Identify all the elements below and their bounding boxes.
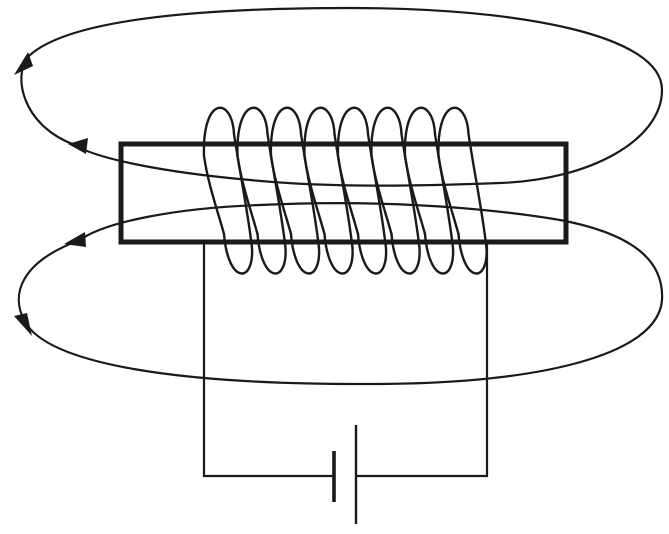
- coil-turn-bottom-5: [356, 232, 388, 275]
- coil-turn-top-2: [236, 106, 269, 158]
- field-arrow-lower-inner: [64, 232, 86, 247]
- coil-turn-top-3: [269, 106, 303, 158]
- coil-turn-front-8: [467, 132, 488, 250]
- coil-turn-inner-3: [269, 154, 293, 236]
- coil-turn-front-5: [366, 132, 388, 250]
- coil-turn-top-6: [370, 106, 403, 158]
- coil-turn-front-7: [433, 132, 455, 250]
- coil-turn-front-6: [400, 132, 421, 250]
- coil-turn-top-8: [437, 106, 470, 158]
- wire-left: [202, 240, 334, 478]
- coil-turn-inner-4: [303, 154, 326, 236]
- coil-turn-bottom-6: [390, 232, 421, 275]
- coil-turn-front-4: [333, 132, 354, 250]
- coil-turn-inner-2: [236, 154, 259, 236]
- coil-turn-top-4: [303, 106, 336, 158]
- coil-turn-bottom-2: [256, 232, 287, 275]
- coil-turn-inner-6: [370, 154, 393, 236]
- coil-turn-bottom-1: [222, 232, 254, 275]
- coil-turn-inner-1: [202, 154, 226, 236]
- coil-turn-front-2: [266, 132, 287, 250]
- field-arrow-upper-left-top: [14, 52, 33, 75]
- iron-core: [118, 141, 569, 245]
- coil-back-arcs: [202, 106, 488, 275]
- field-arrow-upper-inner: [68, 138, 88, 154]
- coil-turn-top-1: [202, 106, 236, 158]
- coil-turn-top-7: [403, 106, 437, 158]
- coil-turn-bottom-4: [323, 232, 354, 275]
- coil-turn-bottom-3: [289, 232, 321, 275]
- coil-turn-front-3: [299, 132, 321, 250]
- field-arrow-lower-left-bottom: [14, 313, 32, 336]
- wire-right: [355, 240, 489, 478]
- coil-turn-inner-8: [437, 154, 460, 236]
- coil-front-arcs: [202, 132, 488, 250]
- coil-turn-front-1: [232, 132, 254, 250]
- coil-turn-inner-5: [336, 154, 360, 236]
- coil-turn-bottom-7: [423, 232, 455, 275]
- coil-turn-top-5: [336, 106, 370, 158]
- coil-turn-inner-7: [403, 154, 427, 236]
- lower-field-loop: [17, 202, 664, 386]
- upper-field-loop: [20, 6, 664, 187]
